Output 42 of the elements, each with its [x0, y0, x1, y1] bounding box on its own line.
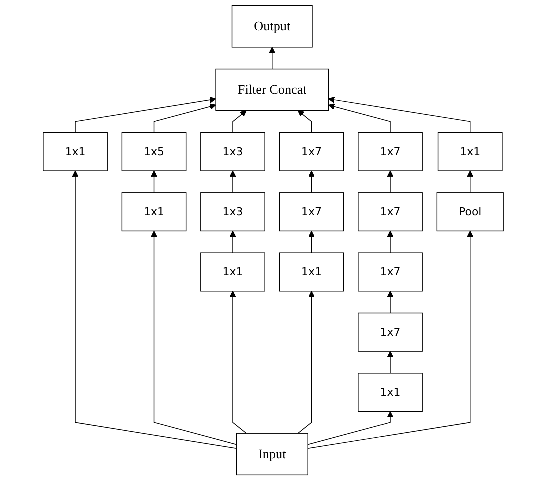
arrow [298, 110, 312, 134]
arrow [308, 411, 394, 446]
arrow [467, 170, 474, 194]
node-box: 1x1 [438, 132, 503, 172]
arrow [72, 170, 237, 449]
arrow [154, 104, 216, 134]
node-box: 1x1 [122, 192, 187, 232]
arrow [232, 110, 247, 134]
arrow [151, 230, 237, 446]
arrow [230, 230, 236, 254]
arrow [387, 170, 394, 194]
arrow [328, 104, 391, 134]
arrow [387, 230, 394, 254]
arrow [308, 170, 315, 194]
node-box: Output [232, 5, 313, 48]
arrow [269, 47, 276, 70]
arrow [308, 230, 474, 450]
node-box: Filter Concat [216, 68, 330, 112]
arrow [308, 230, 315, 254]
arrow [328, 96, 471, 134]
arrow [151, 170, 158, 194]
node-box: 1x3 [200, 132, 266, 172]
arrow [75, 96, 216, 134]
node-box: 1x7 [358, 252, 423, 292]
node-box: 1x7 [279, 132, 344, 172]
node-box: 1x5 [122, 132, 187, 172]
arrow [230, 170, 236, 194]
arrow [230, 291, 247, 434]
node-box: Input [236, 433, 308, 476]
arrow [298, 291, 315, 434]
node-box: 1x1 [43, 132, 108, 172]
node-box: 1x7 [358, 192, 423, 232]
node-box: 1x7 [358, 132, 423, 172]
node-box: 1x7 [279, 192, 344, 232]
node-box: 1x1 [200, 252, 266, 292]
node-box: Pool [436, 192, 504, 232]
node-box: 1x7 [358, 312, 423, 352]
node-box: 1x1 [358, 373, 423, 412]
node-box: 1x3 [200, 192, 266, 232]
arrow [387, 291, 394, 314]
node-box: 1x1 [279, 252, 344, 292]
arrow [387, 351, 394, 374]
